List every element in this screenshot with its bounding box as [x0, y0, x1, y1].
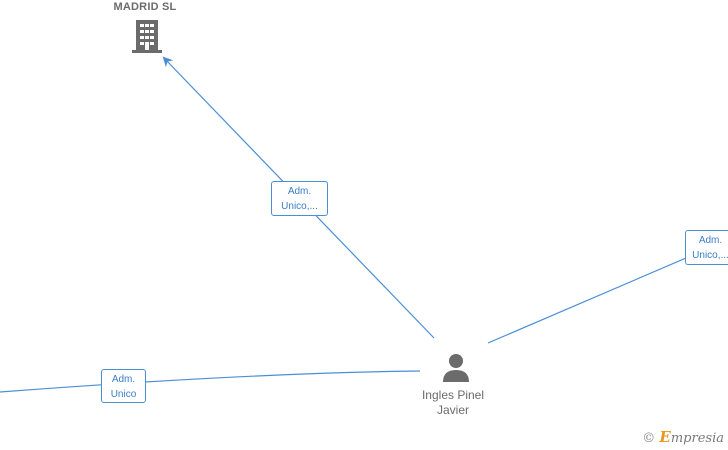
- edge-label-line1: Adm.: [698, 235, 723, 246]
- empresia-watermark: © Empresia: [642, 428, 724, 446]
- person-name-line2: Javier: [436, 403, 469, 417]
- person-name[interactable]: Ingles Pinel Javier: [393, 388, 513, 418]
- company-name[interactable]: MADRID SL: [113, 1, 177, 13]
- building-icon[interactable]: [131, 19, 163, 53]
- person-name-line1: Ingles Pinel: [421, 388, 485, 402]
- edge-label-to-right[interactable]: Adm. Unico,...: [685, 230, 728, 265]
- edge-line-to-left: [0, 370, 421, 393]
- edge-label-line2: Unico,...: [692, 250, 728, 261]
- edge-label-line2: Unico: [110, 389, 137, 400]
- edge-label-line1: Adm.: [287, 186, 312, 197]
- edge-label-to-left[interactable]: Adm. Unico: [101, 369, 146, 403]
- brand-initial: E: [659, 428, 671, 446]
- edge-label-to-company[interactable]: Adm. Unico,...: [271, 181, 328, 216]
- brand-name: mpresia: [670, 431, 724, 446]
- edge-label-line1: Adm.: [111, 374, 136, 385]
- copyright-icon: ©: [642, 431, 656, 446]
- edge-label-line2: Unico,...: [281, 201, 318, 212]
- person-icon[interactable]: [441, 352, 471, 382]
- edge-line-to-right: [487, 251, 701, 344]
